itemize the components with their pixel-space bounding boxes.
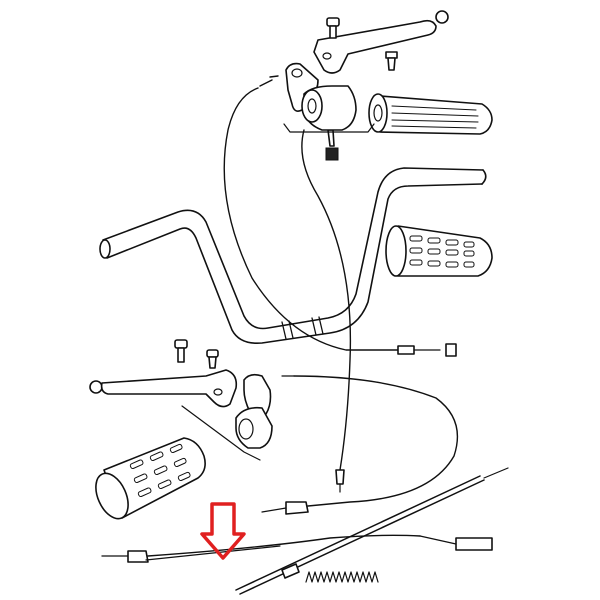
highlighted-cable <box>101 534 493 563</box>
throttle-cable <box>223 75 457 357</box>
choke-cable <box>235 467 509 595</box>
left-lever-bracket <box>235 373 273 449</box>
right-assembly-bracket <box>283 123 375 133</box>
right-lever-pivot-bolt <box>326 17 398 71</box>
clutch-cable <box>301 129 352 493</box>
left-lever-pivot-bolt <box>174 339 219 369</box>
left-lever <box>89 369 238 408</box>
arrow-down-icon <box>200 502 246 560</box>
handlebar <box>99 167 487 345</box>
left-grip <box>385 225 493 277</box>
left-assembly-bracket <box>181 405 261 461</box>
cable-spring <box>305 571 379 583</box>
right-grip <box>368 93 493 135</box>
front-brake-cable <box>261 375 459 515</box>
throttle-twist-grip <box>301 85 357 131</box>
right-lever <box>313 10 449 74</box>
left-lower-grip <box>95 437 206 520</box>
